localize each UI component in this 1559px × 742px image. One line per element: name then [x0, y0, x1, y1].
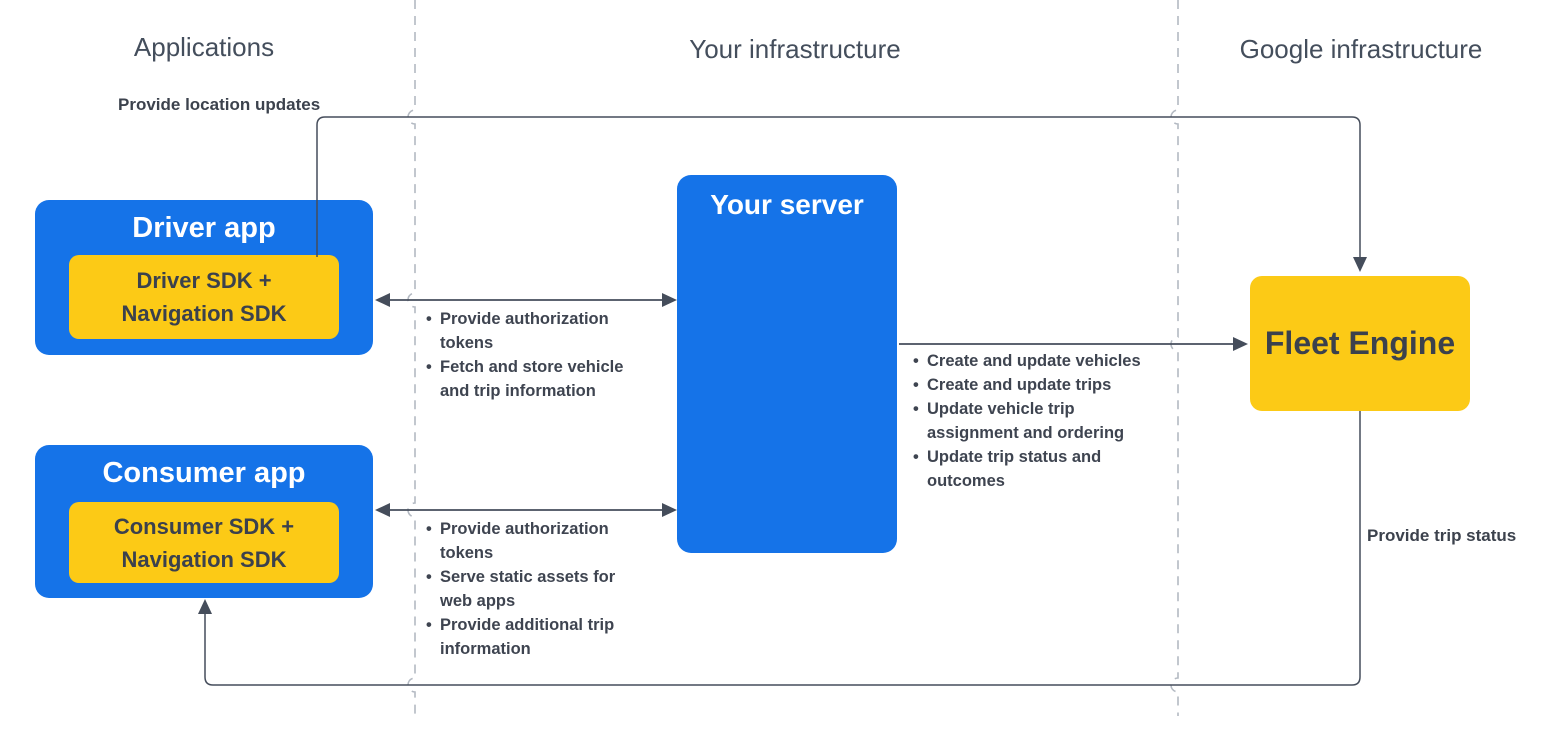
consumer-sdk-label: Consumer SDK + Navigation SDK	[113, 513, 295, 572]
list-item: Create and update trips	[912, 373, 1162, 397]
list-item: Serve static assets for web apps	[425, 565, 621, 613]
provide-trip-status-label: Provide trip status	[1367, 526, 1517, 545]
arrowhead-left	[375, 293, 390, 307]
your-server-title: Your server	[710, 189, 864, 220]
provide-location-updates-label: Provide location updates	[118, 95, 321, 114]
driver-sdk-box: Driver SDK + Navigation SDK	[69, 255, 339, 339]
list-item: Provide authorization tokens	[425, 517, 621, 565]
fleet-engine-node: Fleet Engine	[1250, 276, 1470, 411]
column-divider-right	[1170, 0, 1179, 716]
list-item: Update vehicle trip assignment and order…	[912, 397, 1162, 445]
list-item: Update trip status and outcomes	[912, 445, 1162, 493]
arrowhead-right	[662, 503, 677, 517]
driver-app-node: Driver app Driver SDK + Navigation SDK	[35, 200, 373, 355]
server-fleet-bullet-list: Create and update vehicles Create and up…	[912, 349, 1162, 493]
driver-app-title: Driver app	[132, 212, 276, 244]
column-divider-left	[407, 0, 416, 716]
list-item: Provide authorization tokens	[425, 307, 637, 355]
consumer-server-bullet-list: Provide authorization tokens Serve stati…	[425, 517, 621, 661]
arrowhead-right	[662, 293, 677, 307]
arrowhead-right	[1233, 337, 1248, 351]
list-item: Fetch and store vehicle and trip informa…	[425, 355, 637, 403]
arrowhead-up	[198, 599, 212, 614]
list-item: Provide additional trip information	[425, 613, 621, 661]
consumer-app-title: Consumer app	[102, 457, 306, 489]
consumer-sdk-box: Consumer SDK + Navigation SDK	[69, 502, 339, 583]
column-header-google-infrastructure: Google infrastructure	[1239, 34, 1483, 64]
fleet-engine-title: Fleet Engine	[1264, 325, 1456, 361]
driver-sdk-label: Driver SDK + Navigation SDK	[121, 268, 287, 326]
consumer-app-node: Consumer app Consumer SDK + Navigation S…	[35, 445, 373, 598]
column-header-applications: Applications	[133, 32, 275, 62]
arrowhead-left	[375, 503, 390, 517]
column-header-your-infrastructure: Your infrastructure	[689, 34, 901, 64]
your-server-node: Your server	[677, 175, 897, 553]
list-item: Create and update vehicles	[912, 349, 1162, 373]
driver-server-bullet-list: Provide authorization tokens Fetch and s…	[425, 307, 637, 403]
arrowhead-down	[1353, 257, 1367, 272]
